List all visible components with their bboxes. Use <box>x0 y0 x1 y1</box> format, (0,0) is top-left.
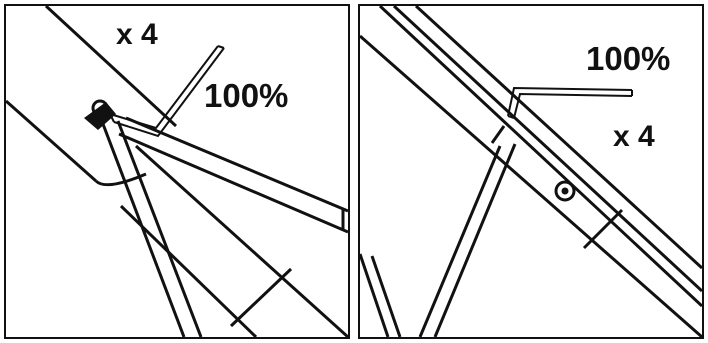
assembly-step-panel-right: x 4 100% <box>358 4 704 339</box>
quantity-label: x 4 <box>613 122 655 152</box>
torque-label: 100% <box>586 42 670 75</box>
assembly-step-panel-left: x 4 100% <box>4 4 350 339</box>
quantity-label: x 4 <box>116 20 158 50</box>
frame-tube-lower <box>121 146 348 337</box>
frame-legs <box>360 144 515 337</box>
allen-key-icon <box>508 88 632 118</box>
frame-leg <box>103 121 201 337</box>
torque-label: 100% <box>204 79 288 112</box>
bolt-head-icon <box>556 182 574 200</box>
assembly-illustration-left <box>6 6 348 337</box>
